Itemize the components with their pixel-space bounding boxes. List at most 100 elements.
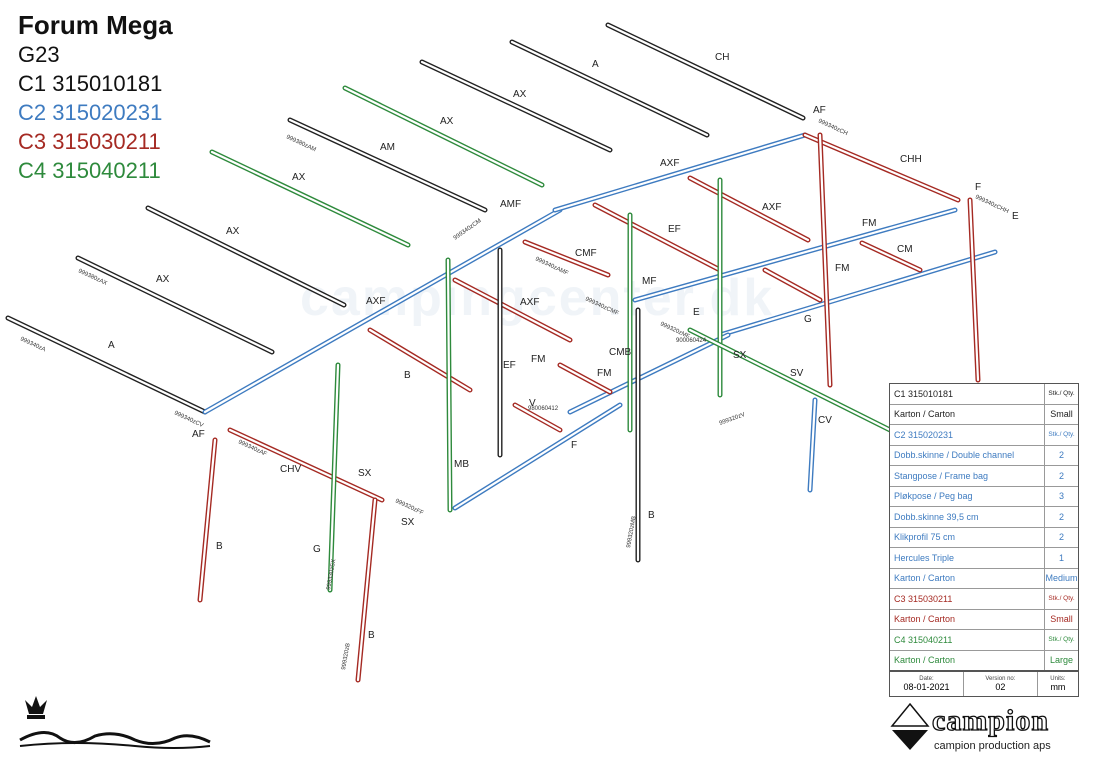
- part-label: CH: [715, 52, 729, 63]
- poles-group: [5, 22, 998, 683]
- part-label: AXF: [366, 296, 385, 307]
- date-value: 08-01-2021: [903, 682, 950, 692]
- pole-highlight: [146, 206, 346, 307]
- part-code: 999340zCMF: [584, 296, 619, 317]
- model-title: Forum Mega: [18, 10, 173, 40]
- table-item-name: C1 315010181: [894, 388, 954, 399]
- part-label: AF: [813, 105, 826, 116]
- pole-highlight: [6, 316, 207, 414]
- version-cell: Version no: 02: [964, 672, 1038, 696]
- pole-highlight: [818, 133, 832, 387]
- part-label: G: [804, 314, 812, 325]
- table-item-qty: Stk./ Qty.: [1044, 425, 1078, 445]
- isabella-logo: [19, 696, 211, 749]
- part-label: B: [404, 370, 411, 381]
- pole-highlight: [203, 208, 562, 414]
- version-caption: Version no:: [985, 676, 1016, 682]
- watermark: campingcenter.dk: [300, 269, 775, 327]
- table-item-qty: Small: [1044, 404, 1078, 424]
- part-label: EF: [668, 224, 681, 235]
- part-label: CHH: [900, 154, 922, 165]
- part-label: AX: [513, 89, 527, 100]
- part-label: F: [975, 182, 981, 193]
- part-label: FM: [531, 354, 545, 365]
- table-item-qty: Small: [1044, 609, 1078, 629]
- pole-highlight: [368, 328, 472, 392]
- pole-highlight: [210, 150, 410, 247]
- labels-group: AAXAXAXAMAXAXACHAFCHHFEAXFAXFEFFMCMAMFCM…: [108, 52, 1019, 641]
- pole-highlight: [968, 198, 980, 382]
- pole-highlight: [803, 133, 960, 202]
- pole-highlight: [76, 256, 274, 354]
- part-label: FM: [597, 368, 611, 379]
- part-label: CMB: [609, 347, 632, 358]
- part-label: MB: [454, 459, 469, 470]
- part-label: FM: [835, 263, 849, 274]
- units-value: mm: [1050, 682, 1066, 692]
- pole-highlight: [453, 278, 572, 342]
- part-code: 999340zA: [19, 336, 46, 353]
- pole-highlight: [228, 428, 384, 502]
- table-item-name: Stangpose / Frame bag: [894, 470, 989, 481]
- campion-logo: campion campion production aps: [890, 700, 1085, 758]
- date-caption: Date:: [919, 676, 934, 682]
- pole-highlight: [446, 258, 452, 512]
- part-label: B: [648, 510, 655, 521]
- pole-highlight: [328, 363, 340, 592]
- table-item-qty: 2: [1044, 527, 1078, 547]
- part-label: CV: [818, 415, 832, 426]
- table-item-qty: 2: [1044, 445, 1078, 465]
- part-label: V: [529, 398, 536, 409]
- table-item-name: C3 315030211: [894, 593, 953, 604]
- table-item-qty: 2: [1044, 507, 1078, 527]
- part-label: AXF: [520, 297, 539, 308]
- pole-highlight: [568, 333, 730, 414]
- pole-highlight: [688, 328, 902, 437]
- pole-highlight: [523, 240, 610, 277]
- pole-highlight: [356, 498, 377, 682]
- part-label: CMF: [575, 248, 597, 259]
- part-code: 999340zCM: [453, 218, 483, 241]
- pole-highlight: [198, 438, 217, 602]
- part-label: CHV: [280, 464, 301, 475]
- pole-highlight: [763, 268, 822, 302]
- carton-code-c2: C2 315020231: [18, 100, 163, 125]
- pole-highlight: [288, 118, 487, 212]
- carton-code-c1: C1 315010181: [18, 71, 163, 96]
- pole-highlight: [606, 23, 805, 120]
- version-value: 02: [995, 682, 1006, 692]
- table-item-name: Dobb.skinne 39,5 cm: [894, 511, 979, 522]
- campion-subtitle: campion production aps: [934, 740, 1051, 752]
- pole-highlight: [343, 86, 544, 187]
- part-label: B: [216, 541, 223, 552]
- part-label: A: [592, 59, 599, 70]
- part-code: 999340zCHH: [974, 194, 1009, 215]
- pole-highlight: [453, 403, 622, 510]
- carton-code-c3: C3 315030211: [18, 129, 161, 154]
- part-label: E: [1012, 211, 1019, 222]
- part-code: 999380zAM: [285, 134, 317, 153]
- part-label: FM: [862, 218, 876, 229]
- part-code: 900060424: [676, 338, 707, 344]
- part-label: AXF: [660, 158, 679, 169]
- table-item-qty: Stk./ Qty.: [1044, 630, 1078, 650]
- part-label: AX: [226, 226, 240, 237]
- table-header-row: C3 315030211 Stk./ Qty.: [890, 589, 1078, 610]
- table-item-qty: 2: [1044, 466, 1078, 486]
- table-item-qty: Stk./ Qty.: [1044, 589, 1078, 609]
- table-row: Stangpose / Frame bag 2: [890, 466, 1078, 487]
- table-item-qty: Large: [1044, 650, 1078, 670]
- table-item-name: Pløkpose / Peg bag: [894, 491, 973, 502]
- table-item-qty: Medium: [1044, 568, 1078, 588]
- part-label: AX: [156, 274, 170, 285]
- campion-wordmark: campion: [931, 703, 1050, 737]
- table-item-name: C4 315040211: [894, 634, 953, 645]
- part-code: 999340zCV: [173, 410, 204, 429]
